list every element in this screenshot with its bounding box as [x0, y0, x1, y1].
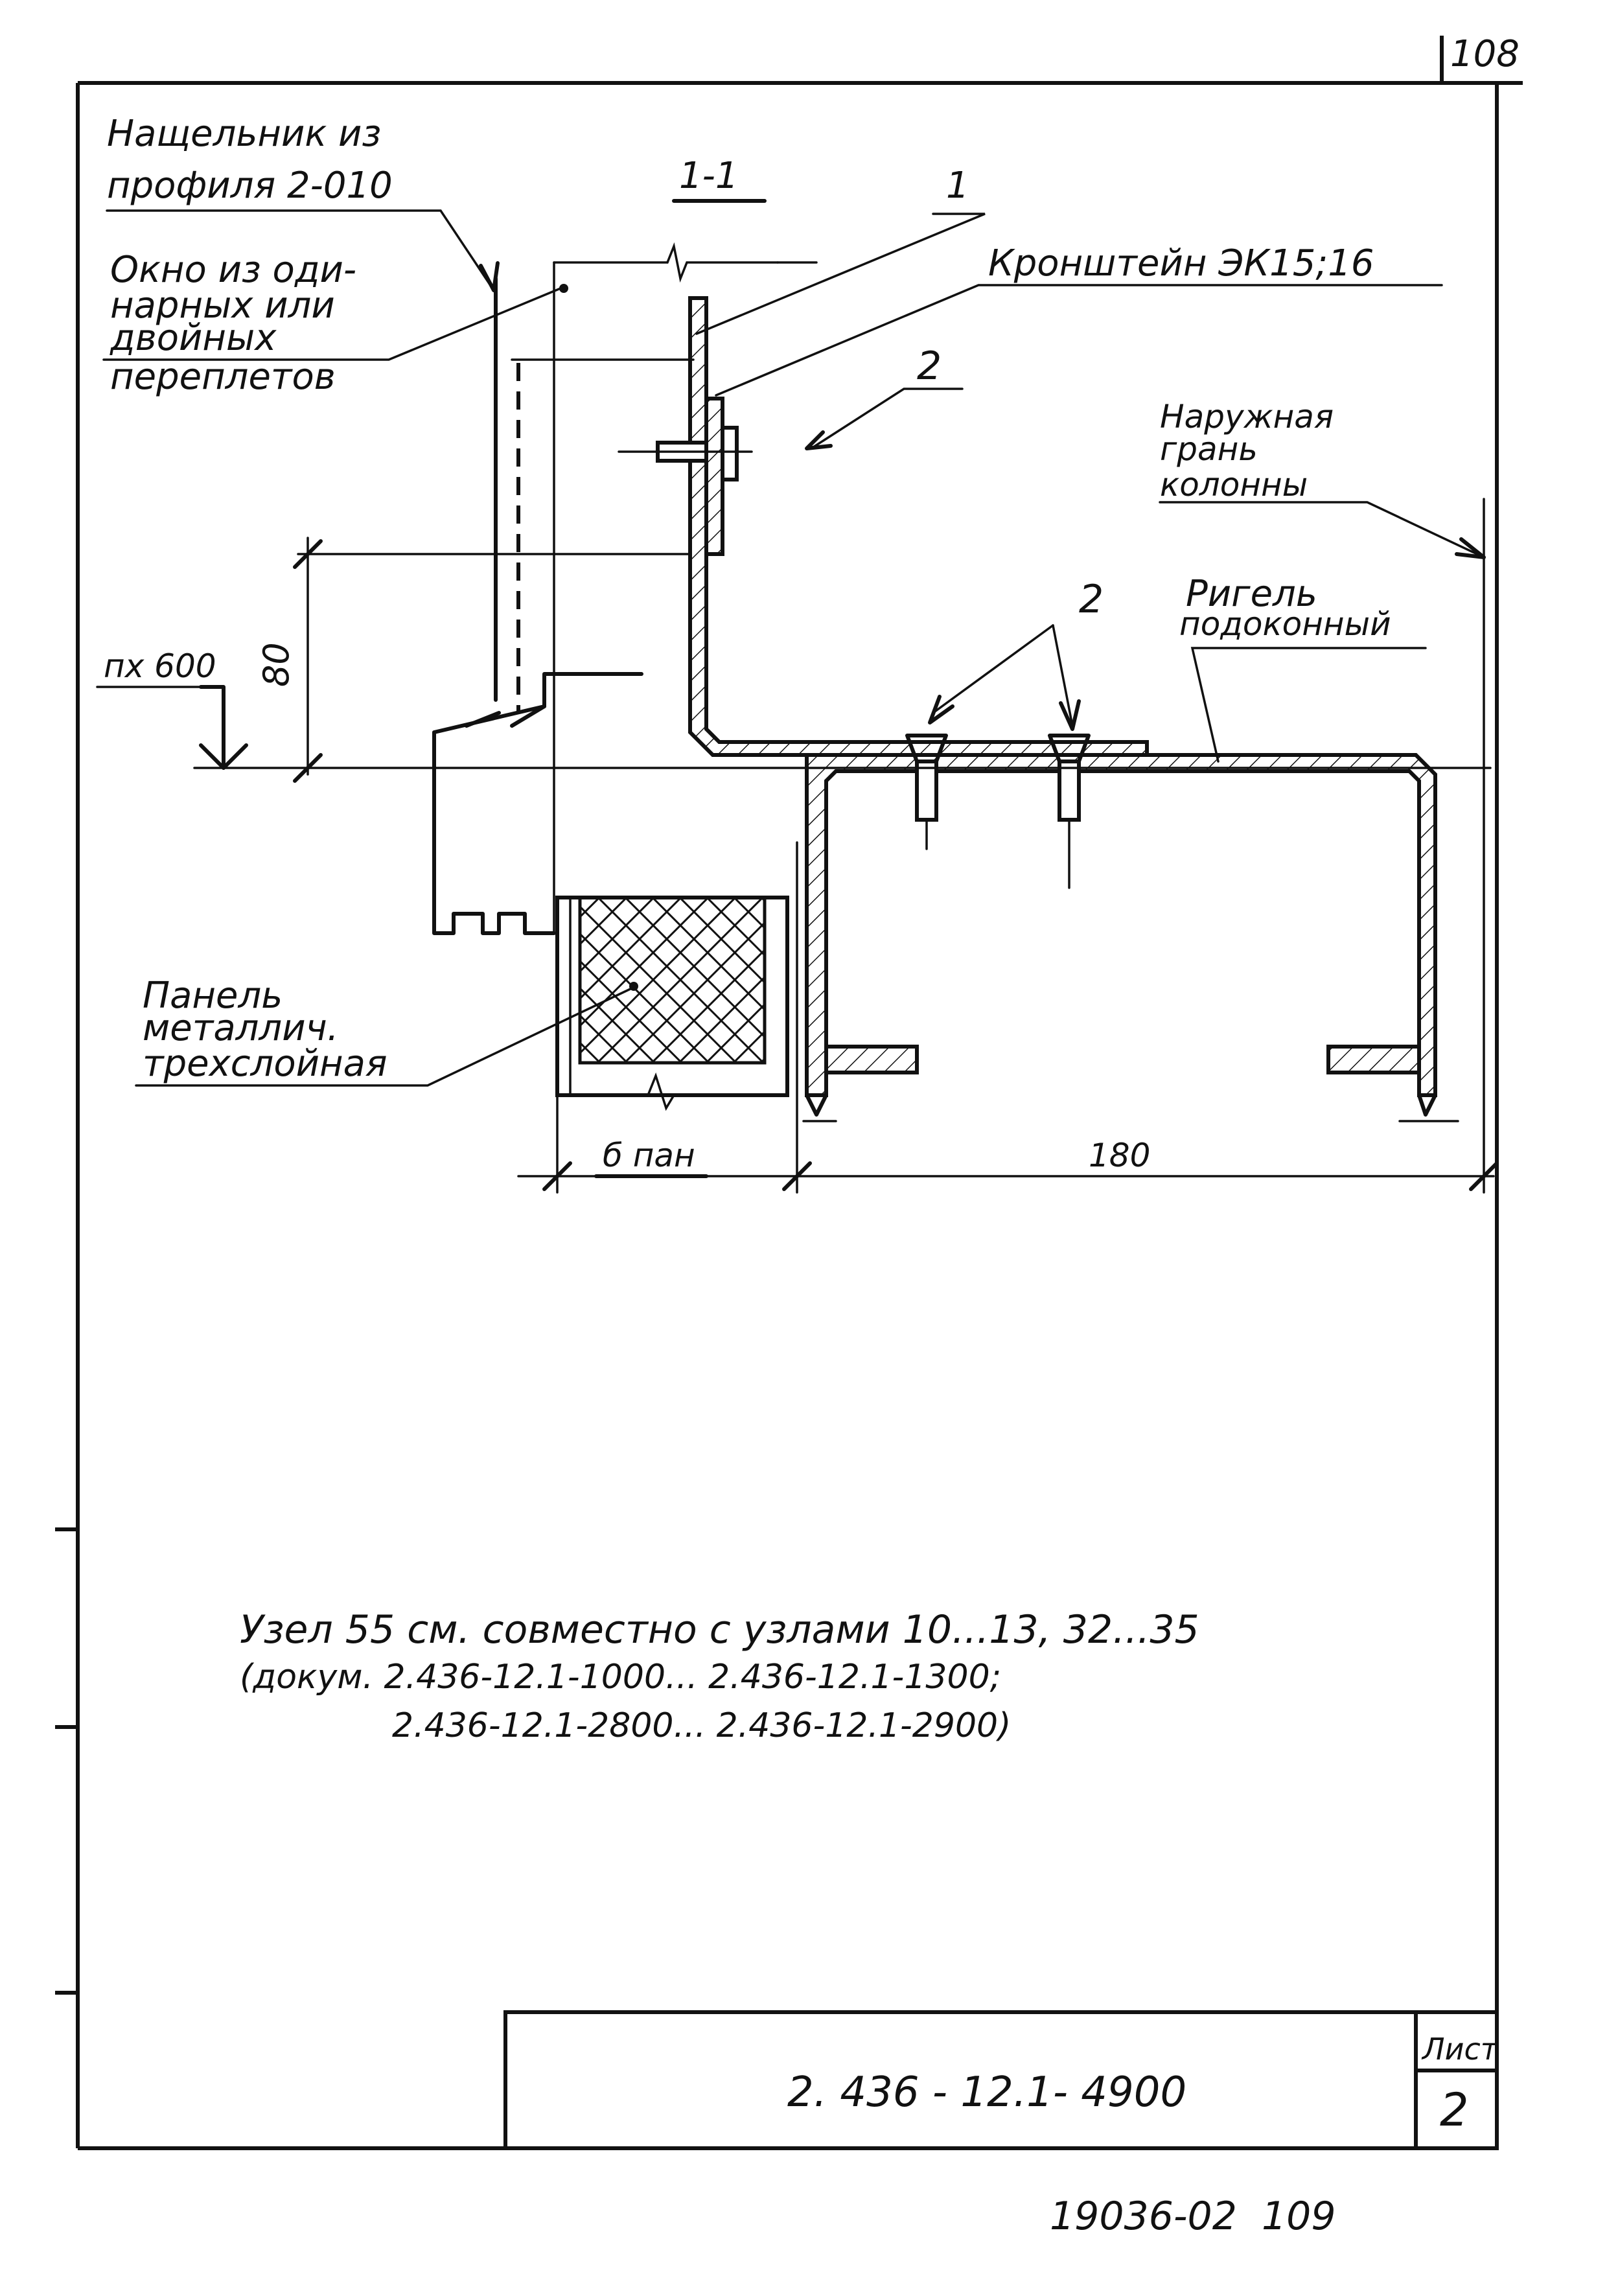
- leader-okno-dot: [559, 284, 568, 293]
- callout-okno-line1: Окно из оди-: [110, 249, 356, 291]
- leader-item-2-top: [812, 388, 964, 448]
- leader-panel-dot: [629, 982, 638, 991]
- callout-naschelnik-line1: Нащельник из: [107, 113, 381, 155]
- title-block-document-code: 2. 436 - 12.1- 4900: [787, 2069, 1186, 2116]
- callout-bracket: Кронштейн ЭК15;16: [988, 242, 1374, 284]
- arrow-item-2-bolts-right: [1059, 699, 1081, 731]
- callout-okno-line4: переплетов: [110, 356, 336, 398]
- callout-girder-line2: подоконный: [1179, 605, 1391, 643]
- callout-okno-line3: двойных: [110, 317, 277, 359]
- leader-naschelnik: [106, 209, 494, 290]
- bolt-right: [1048, 734, 1091, 889]
- callout-panel-line3: трехслойная: [143, 1043, 387, 1085]
- dimension-80-label: 80: [256, 642, 297, 687]
- dimension-80: [293, 537, 323, 783]
- arrow-outer-face: [1455, 537, 1486, 559]
- arrow-naschelnik: [479, 261, 500, 292]
- break-line-top: [666, 242, 779, 283]
- title-block-sheet-label: Лист: [1421, 2032, 1499, 2067]
- leader-girder: [1190, 647, 1427, 763]
- callout-panel-line1: Панель: [143, 975, 283, 1017]
- level-mark: [96, 685, 1492, 770]
- window-sill-profile: [432, 672, 643, 935]
- bolt-left: [905, 734, 948, 850]
- dimension-180-label: 180: [1089, 1137, 1150, 1174]
- callout-panel-line2: металлич.: [143, 1007, 339, 1049]
- callout-naschelnik-line2: профиля 2-010: [107, 165, 393, 207]
- callout-item-1: 1: [946, 165, 969, 207]
- title-block: [503, 2010, 1499, 2150]
- callout-outer-face-line2: грань: [1160, 430, 1258, 468]
- bracket-bolt: [618, 426, 753, 481]
- dimension-panel-label: б пан: [603, 1137, 695, 1174]
- callout-girder-line1: Ригель: [1186, 573, 1317, 615]
- section-label: 1-1: [679, 155, 738, 197]
- arrow-item-2-top: [805, 430, 833, 450]
- callout-outer-face-line3: колонны: [1160, 466, 1308, 504]
- window-frame: [494, 261, 818, 934]
- wall-panel: [555, 896, 789, 1111]
- callout-item-2-bolts: 2: [1079, 577, 1104, 622]
- note-line2: (докум. 2.436-12.1-1000... 2.436-12.1-13…: [240, 1658, 1001, 1697]
- sheet-page-number: 108: [1450, 33, 1520, 75]
- leader-item-1: [695, 213, 986, 335]
- note-line3: 2.436-12.1-2800... 2.436-12.1-2900): [392, 1706, 1011, 1745]
- leader-item-2-bolts-left: [932, 624, 1054, 714]
- title-block-sheet-number: 2: [1440, 2083, 1469, 2137]
- leader-bracket: [715, 284, 1443, 397]
- leader-item-2-bolts-right: [1052, 624, 1074, 727]
- note-line1: Узел 55 см. совместно с узлами 10...13, …: [240, 1607, 1199, 1652]
- arrow-item-2-bolts-left: [928, 695, 954, 725]
- callout-item-2-top: 2: [917, 343, 942, 389]
- callout-outer-face-line1: Наружная: [1160, 398, 1334, 435]
- level-mark-label: пх 600: [104, 647, 216, 685]
- sill-girder: [802, 753, 1459, 1122]
- leader-okno: [102, 287, 562, 361]
- callout-okno-line2: нарных или: [110, 284, 335, 327]
- leader-panel: [135, 987, 633, 1087]
- bottom-stamp: 19036-02 109: [1050, 2194, 1336, 2239]
- leader-outer-face: [1159, 501, 1485, 559]
